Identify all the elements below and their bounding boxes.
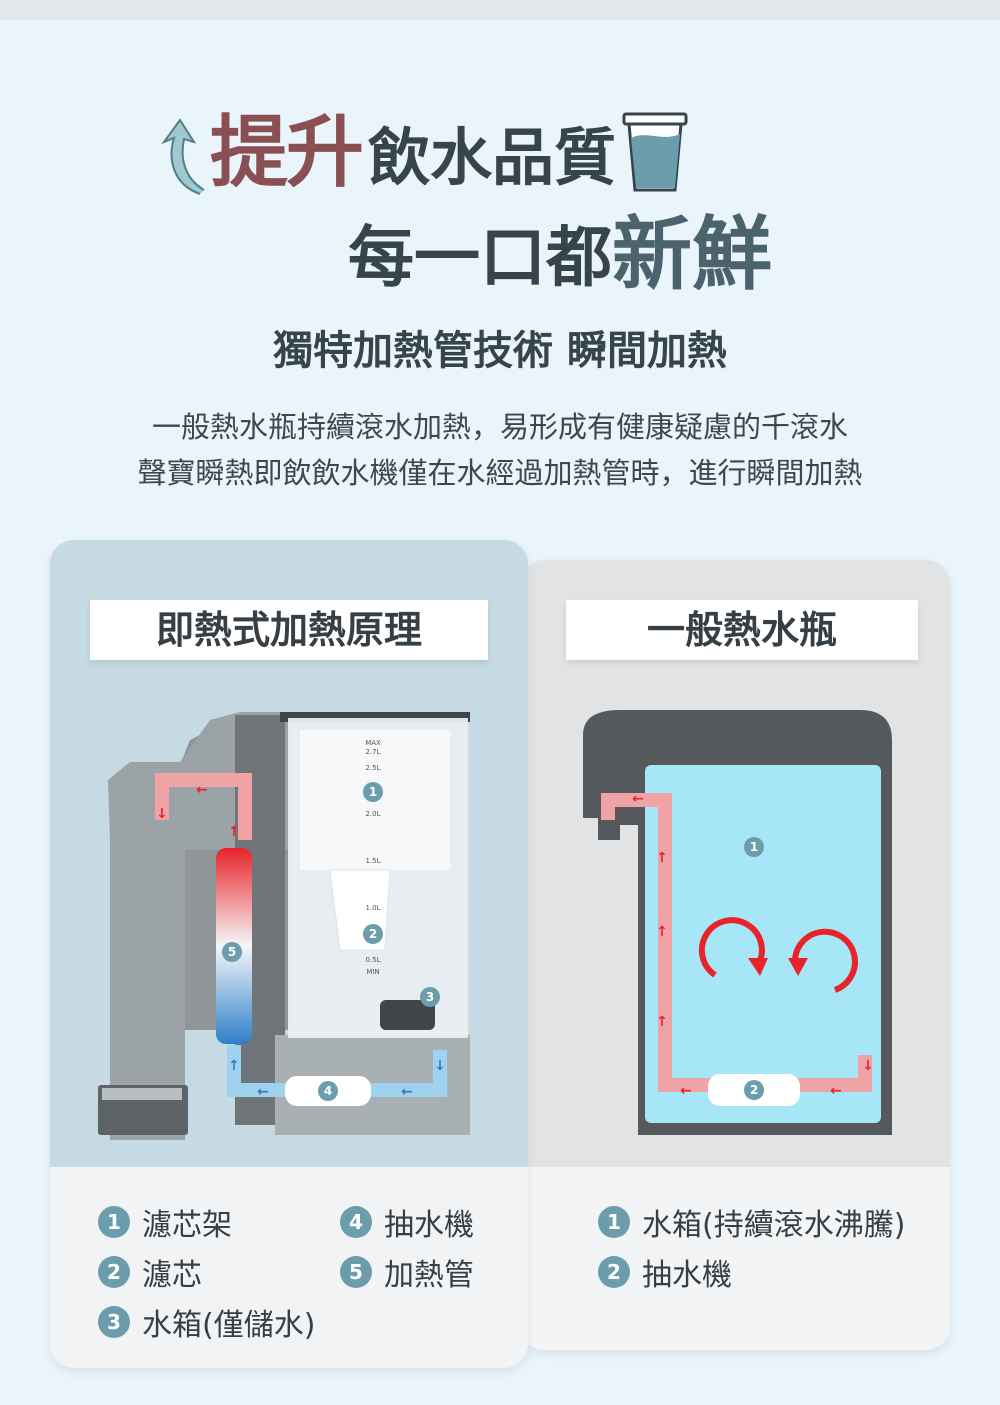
legend-item: 2 濾芯 [98,1250,202,1294]
panel-title: 一般熱水瓶 [566,600,918,660]
svg-text:3: 3 [426,990,434,1004]
legend-label: 水箱(持續滾水沸騰) [642,1208,906,1243]
water-cup-icon [622,112,688,192]
badge: 5 [340,1256,372,1288]
instant-heating-panel: 即熱式加熱原理 MAX 2.7L 2.5L 2.0L 1.5L 1.0L [50,540,528,1368]
scale-mark: 0.5L [365,956,380,964]
svg-text:↑: ↑ [656,924,668,940]
scale-mark: MAX [365,739,381,747]
kettle-diagram: ← ↑ ↑ ↑ ← ← ↓ 1 2 [583,710,892,1135]
kettle-panel: 一般熱水瓶 ← ↑ ↑ ↑ ← ← ↓ 1 2 1 水箱(持續滾水沸騰) 2 抽水機 [520,560,950,1350]
scale-mark: 1.5L [365,857,380,865]
headline-emphasis-2: 新鮮 [612,208,772,301]
svg-text:←: ← [680,1083,692,1099]
subtitle: 獨特加熱管技術 瞬間加熱 [273,328,727,374]
badge: 2 [98,1256,130,1288]
legend-item: 3 水箱(僅儲水) [98,1300,315,1344]
water-dispenser-diagram: MAX 2.7L 2.5L 2.0L 1.5L 1.0L 0.5L MIN ← ↓… [98,712,470,1140]
legend-item: 5 加熱管 [340,1250,474,1294]
marker-3 [420,987,440,1007]
marker-1 [363,782,383,802]
scale-mark: MIN [366,968,379,976]
legend-label: 抽水機 [384,1208,474,1243]
marker-2 [744,1080,764,1100]
svg-text:←: ← [196,782,208,798]
scale-mark: 2.5L [365,764,380,772]
legend-label: 加熱管 [384,1258,474,1293]
scale-mark: 1.0L [365,904,380,912]
scale-mark: 2.0L [365,810,380,818]
badge: 1 [98,1206,130,1238]
svg-text:↓: ↓ [434,1058,446,1074]
legend-label: 濾芯架 [142,1208,232,1243]
up-arrow-icon [161,118,205,195]
scale-mark: 2.7L [365,748,380,756]
description: 一般熱水瓶持續滾水加熱，易形成有健康疑慮的千滾水 聲寶瞬熱即飲飲水機僅在水經過加… [0,404,1000,496]
svg-text:←: ← [257,1084,269,1100]
svg-text:↑: ↑ [228,1058,240,1074]
headline-emphasis: 提升 [210,108,364,198]
headline-text: 飲水品質 [368,121,617,194]
legend-item: 4 抽水機 [340,1200,474,1244]
legend-label: 抽水機 [642,1258,732,1293]
headline-text-2: 每一口都 [348,219,612,296]
badge: 1 [598,1206,630,1238]
badge: 4 [340,1206,372,1238]
svg-text:←: ← [401,1084,413,1100]
headline-line-1: 提升 飲水品質 [160,108,688,198]
svg-text:1: 1 [750,840,758,854]
legend-item: 1 濾芯架 [98,1200,232,1244]
headline-line-2: 每一口都 新鮮 [348,210,772,300]
description-line: 一般熱水瓶持續滾水加熱，易形成有健康疑慮的千滾水 [151,410,848,444]
svg-text:2: 2 [750,1083,758,1097]
description-line: 聲寶瞬熱即飲飲水機僅在水經過加熱管時，進行瞬間加熱 [137,456,863,490]
legend-label: 水箱(僅儲水) [142,1308,316,1343]
svg-text:↑: ↑ [656,850,668,866]
svg-text:↑: ↑ [228,824,240,840]
badge: 3 [98,1306,130,1338]
svg-text:↑: ↑ [656,1014,668,1030]
svg-text:↓: ↓ [862,1058,874,1074]
svg-text:2: 2 [369,927,377,941]
svg-text:4: 4 [324,1084,332,1098]
marker-2 [363,924,383,944]
svg-text:5: 5 [228,945,236,959]
legend-label: 濾芯 [142,1258,202,1293]
svg-text:←: ← [632,791,644,807]
svg-text:1: 1 [369,785,377,799]
svg-text:←: ← [830,1083,842,1099]
legend-item: 1 水箱(持續滾水沸騰) [598,1200,905,1244]
marker-5 [222,942,242,962]
svg-text:↓: ↓ [156,806,168,822]
panel-title: 即熱式加熱原理 [90,600,488,660]
legend-item: 2 抽水機 [598,1250,732,1294]
badge: 2 [598,1256,630,1288]
top-strip [0,0,1000,20]
marker-4 [318,1081,338,1101]
marker-1 [744,837,764,857]
